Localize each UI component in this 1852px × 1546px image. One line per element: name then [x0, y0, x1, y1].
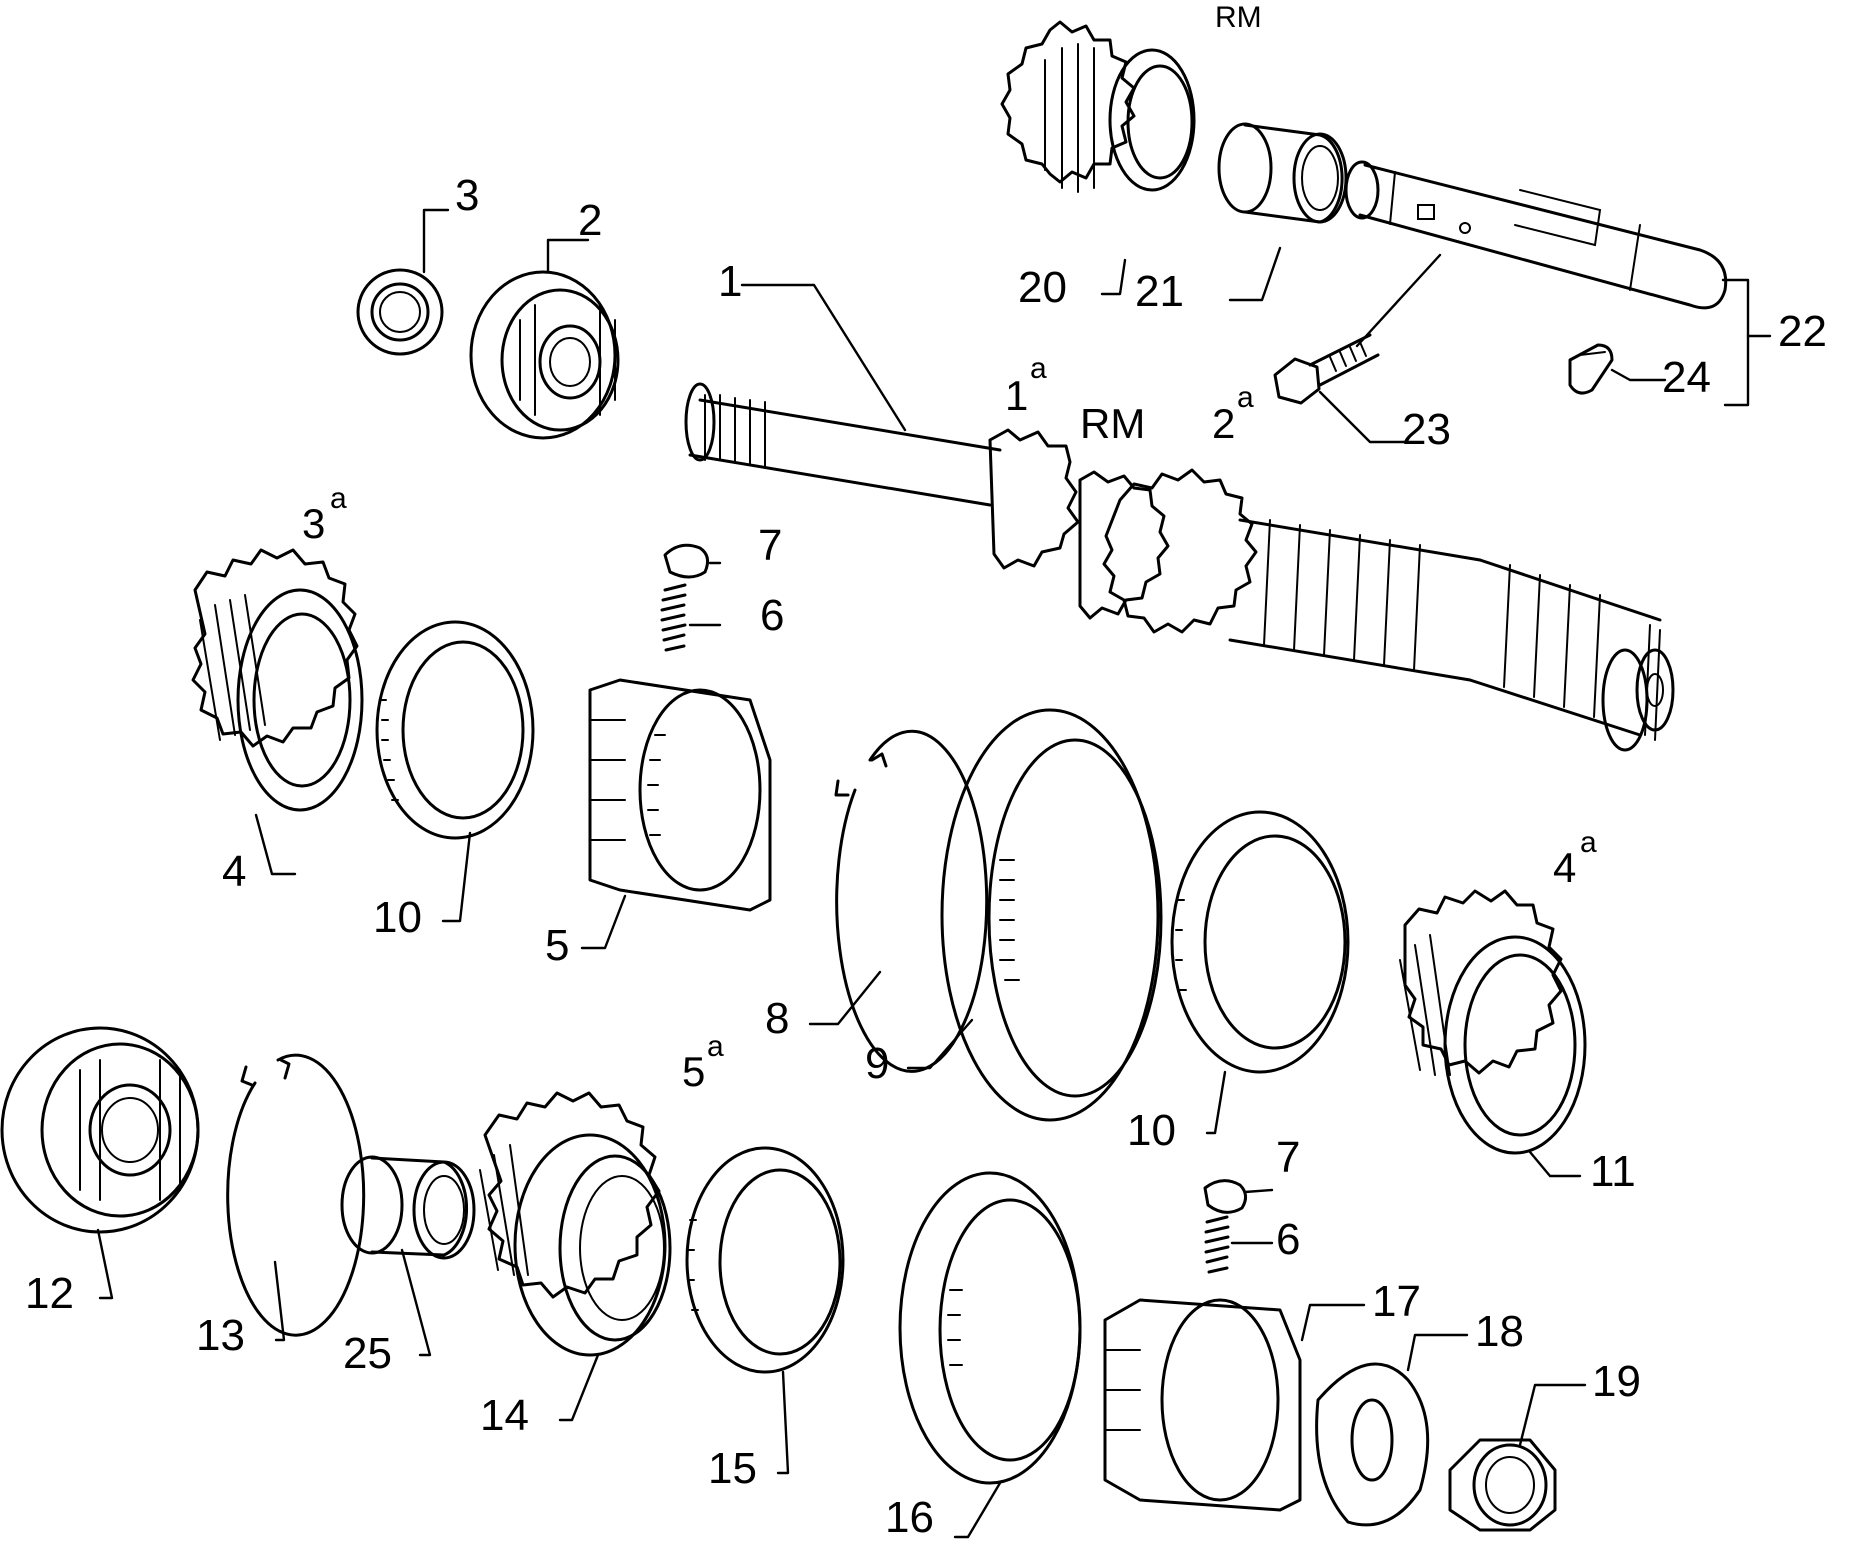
synchro-ring-middle — [1170, 810, 1350, 1074]
label-19: 19 — [1592, 1357, 1641, 1406]
synchro-sleeve-lower — [898, 1171, 1082, 1485]
woodruff-key — [1568, 343, 1614, 395]
synchro-hub-lower — [1103, 1298, 1302, 1512]
label-18: 18 — [1475, 1307, 1524, 1356]
label-10-lower: 10 — [1127, 1106, 1176, 1155]
detent-spring-lower — [1204, 1215, 1230, 1274]
detent-plunger-lower — [1203, 1179, 1247, 1214]
svg-text:4: 4 — [1553, 844, 1576, 891]
fourth-speed-gear — [1399, 889, 1587, 1155]
synchro-ring-upper — [375, 620, 535, 840]
part-number-labels: 1 2 3 4 5 6 6 7 7 8 9 10 10 11 12 13 25 … — [25, 171, 1827, 1542]
label-5: 5 — [545, 921, 569, 970]
svg-text:a: a — [1580, 826, 1597, 859]
label-11: 11 — [1590, 1147, 1636, 1196]
second-gear-label: 2 a — [1212, 381, 1254, 447]
label-8: 8 — [765, 994, 789, 1043]
needle-bushing — [340, 1155, 476, 1260]
label-10-upper: 10 — [373, 893, 422, 942]
svg-text:a: a — [1237, 381, 1254, 414]
fourth-gear-label: 4 a — [1553, 826, 1597, 891]
circlip-lower — [226, 1053, 366, 1337]
detent-plunger-upper — [663, 543, 710, 579]
first-gear-label: 1 a — [1005, 352, 1047, 419]
reverse-label-shaft: RM — [1080, 400, 1145, 447]
label-16: 16 — [885, 1493, 934, 1542]
synchro-sleeve-upper — [940, 708, 1163, 1122]
label-2: 2 — [578, 196, 602, 245]
third-speed-gear — [191, 548, 364, 812]
label-24: 24 — [1662, 353, 1711, 402]
ball-bearing — [469, 270, 620, 440]
reverse-idler-gear — [1000, 20, 1196, 193]
gear-speed-labels: 1 a RM 2 a 3 a 4 a 5 a RM — [302, 1, 1597, 1095]
label-15: 15 — [708, 1444, 757, 1493]
label-6-upper: 6 — [760, 591, 784, 640]
fifth-gear-label: 5 a — [682, 1030, 724, 1095]
svg-text:5: 5 — [682, 1048, 705, 1095]
fifth-speed-gear — [479, 1091, 672, 1357]
roller-bearing — [0, 1026, 200, 1234]
label-1: 1 — [718, 257, 742, 306]
reverse-bushing — [1217, 122, 1348, 224]
label-13: 13 — [196, 1311, 245, 1360]
svg-text:1: 1 — [1005, 372, 1028, 419]
label-7-upper: 7 — [758, 521, 782, 570]
svg-text:a: a — [1030, 352, 1047, 385]
reverse-label-gear: RM — [1215, 1, 1262, 34]
svg-text:3: 3 — [302, 500, 325, 547]
svg-text:a: a — [707, 1030, 724, 1063]
shaft-nut — [1448, 1438, 1557, 1532]
label-14: 14 — [480, 1391, 529, 1440]
label-7-lower: 7 — [1276, 1133, 1300, 1182]
label-17: 17 — [1372, 1277, 1421, 1326]
label-9: 9 — [865, 1039, 889, 1088]
label-21: 21 — [1135, 267, 1184, 316]
main-shaft — [684, 382, 1675, 752]
thrust-washer — [1315, 1362, 1430, 1527]
label-6-lower: 6 — [1276, 1215, 1300, 1264]
bolt — [1273, 333, 1380, 405]
synchro-ring-lower — [685, 1146, 845, 1374]
leader-lines — [96, 208, 1772, 1539]
label-4: 4 — [222, 847, 246, 896]
circlip-upper — [834, 729, 989, 1073]
label-22: 22 — [1778, 307, 1827, 356]
label-14-placeholder: 25 — [343, 1329, 392, 1378]
third-gear-label: 3 a — [302, 482, 347, 547]
synchro-hub-upper — [588, 678, 772, 912]
oil-seal — [356, 268, 444, 356]
reverse-shaft — [1344, 160, 1728, 310]
svg-text:a: a — [330, 482, 347, 515]
detent-spring-upper — [660, 583, 687, 652]
label-3: 3 — [455, 171, 479, 220]
label-20: 20 — [1018, 263, 1067, 312]
label-12: 12 — [25, 1269, 74, 1318]
label-23: 23 — [1402, 405, 1451, 454]
svg-text:2: 2 — [1212, 400, 1235, 447]
